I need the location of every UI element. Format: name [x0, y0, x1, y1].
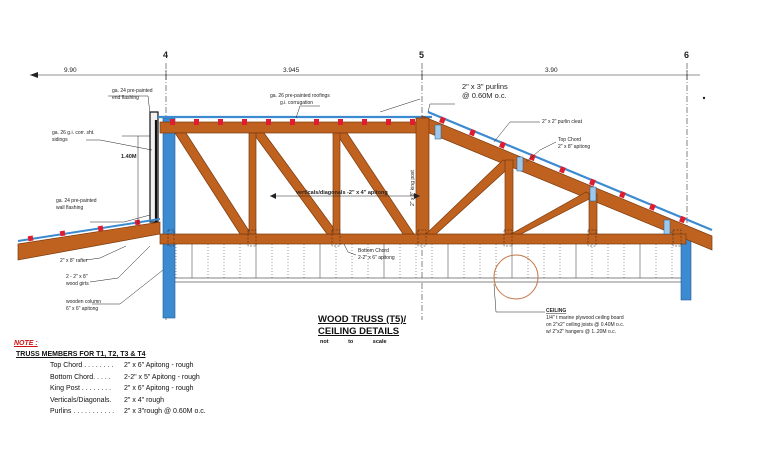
purlin	[218, 119, 223, 125]
purlin	[649, 203, 656, 211]
wood-girts-label-2: wood girts	[66, 281, 89, 287]
purlin	[559, 166, 566, 174]
wall-flashing-label-2: wall flashing	[56, 205, 83, 211]
purlin	[410, 119, 415, 125]
purlin	[386, 119, 391, 125]
verticals-label: verticals/diagonals -2" x 4" apitong	[296, 190, 388, 196]
purlin	[194, 119, 199, 125]
purlin-cleat-label: 2" x 2" purlin cleat	[542, 119, 583, 125]
ceiling-label-1: 1/4" t marine plywood ceiling board	[546, 315, 624, 321]
bottom-chord-label-1: Bottom Chord	[358, 248, 389, 254]
right-column	[680, 237, 692, 301]
purlin	[469, 128, 476, 137]
wood-girts-label-1: 2 - 2" x 8"	[66, 274, 88, 280]
flat-purlins	[170, 119, 415, 125]
wooden-column	[162, 117, 176, 319]
dimension-arrow-icon	[30, 72, 38, 78]
rafter-label: 2" x 8" rafter	[60, 258, 88, 264]
ceiling-label-2: on 2"x2" ceiling joists @ 0.40M o.c.	[546, 322, 624, 328]
grid-label-6: 6	[684, 50, 689, 60]
table-row: Bottom Chord. . . . . 2-2" x 5" Apitong -…	[50, 372, 206, 384]
title-line-1: WOOD TRUSS (T5)/	[318, 314, 407, 325]
wall-flashing-label-1: ga. 24 pre-painted	[56, 198, 97, 204]
ceiling-assembly	[171, 244, 685, 283]
end-flashing	[149, 111, 159, 223]
member-spec: 2-2" x 5" Apitong - rough	[124, 373, 200, 381]
callout-labels: ga. 24 pre-painted end flashing ga. 26 p…	[52, 82, 624, 335]
height-dimension: 1.40M	[121, 154, 137, 160]
bottom-chord	[159, 233, 687, 245]
roofing-label-2: g.i. corrugation	[280, 100, 313, 106]
member-name: Bottom Chord. . . . .	[50, 373, 111, 381]
end-flashing-label-2: end flashing	[112, 95, 139, 101]
purlin	[529, 153, 536, 162]
dimension-left: 9.90	[64, 67, 77, 74]
sidings-label-1: ga. 26 g.i. corr. sht.	[52, 130, 95, 136]
member-name: King Post . . . . . . . .	[50, 385, 112, 392]
title-line-2: CEILING DETAILS	[318, 326, 400, 337]
ceiling-label-title: CEILING	[546, 308, 566, 314]
notes-panel: NOTE : TRUSS MEMBERS FOR T1, T2, T3 & T4…	[14, 338, 206, 418]
note-subtitle: TRUSS MEMBERS FOR T1, T2, T3 & T4	[16, 351, 146, 358]
purlins-label-1: 2" x 3" purlins	[462, 82, 508, 91]
bottom-chord-label-2: 2-2" x 6" apitong	[358, 255, 395, 261]
king-post-label: 2" x 8" king post	[410, 170, 416, 206]
purlin	[242, 119, 247, 125]
member-spec: 2" x 6" Apitong - rough	[124, 362, 194, 369]
ceiling-label-3: w/ 2"x2" hangers @ 1..20M o.c.	[546, 329, 616, 335]
wooden-column-label-1: wooden column	[66, 299, 101, 305]
table-row: Purlins . . . . . . . . . . . 2" x 3"roug…	[50, 406, 206, 418]
member-name: Top Chord . . . . . . . .	[50, 362, 114, 369]
members-table: Top Chord . . . . . . . . 2" x 6" Apitong…	[50, 360, 206, 418]
grid-label-5: 5	[419, 50, 424, 60]
member-spec: 2" x 3"rough @ 0.60M o.c.	[124, 408, 206, 415]
wooden-column-label-2: 6" x 6" apitong	[66, 306, 98, 312]
top-chord-label-2: 2" x 8" apitong	[558, 144, 590, 150]
table-row: Verticals/Diagonals. 2" x 4" rough	[50, 395, 206, 407]
inclined-roofing	[427, 110, 713, 232]
roofing-label-1: ga. 26 pre-painted roofings	[270, 93, 330, 99]
purlin-cleats	[434, 124, 671, 235]
leader-lines	[85, 95, 557, 313]
purlin	[679, 215, 686, 224]
member-spec: 2" x 4" rough	[124, 396, 164, 404]
note-header: NOTE :	[14, 340, 38, 347]
truss-webs	[174, 117, 598, 235]
top-chord-label-1: Top Chord	[558, 137, 581, 143]
purlin	[362, 119, 367, 125]
dimension-mid: 3.945	[283, 67, 300, 74]
purlin	[170, 119, 175, 125]
left-purlins	[27, 219, 141, 242]
drawing-title: WOOD TRUSS (T5)/ CEILING DETAILS	[318, 314, 406, 338]
dimension-right: 3.90	[545, 67, 558, 74]
table-row: Top Chord . . . . . . . . 2" x 6" Apitong…	[50, 360, 206, 372]
king-post	[415, 117, 430, 235]
member-name: Purlins . . . . . . . . . . .	[50, 408, 115, 415]
purlin	[439, 116, 446, 124]
grid-label-4: 4	[163, 50, 168, 60]
table-row: King Post . . . . . . . . 2" x 6" Apitong…	[50, 383, 206, 395]
purlin	[314, 119, 319, 125]
member-name: Verticals/Diagonals.	[50, 396, 112, 404]
purlin	[499, 141, 506, 149]
end-flashing-label-1: ga. 24 pre-painted	[112, 88, 153, 94]
ceiling-detail-circle	[493, 254, 539, 300]
left-rafter	[17, 221, 161, 261]
member-spec: 2" x 6" Apitong - rough	[124, 385, 194, 392]
sidings-label-2: sidings	[52, 137, 68, 143]
purlin	[266, 119, 271, 125]
purlin	[338, 119, 343, 125]
purlin	[589, 178, 596, 186]
purlin	[619, 190, 626, 199]
purlin	[290, 119, 295, 125]
slope-purlins	[439, 116, 686, 224]
purlins-label-2: @ 0.60M o.c.	[462, 91, 507, 100]
scale-note: not to scale	[320, 339, 387, 345]
